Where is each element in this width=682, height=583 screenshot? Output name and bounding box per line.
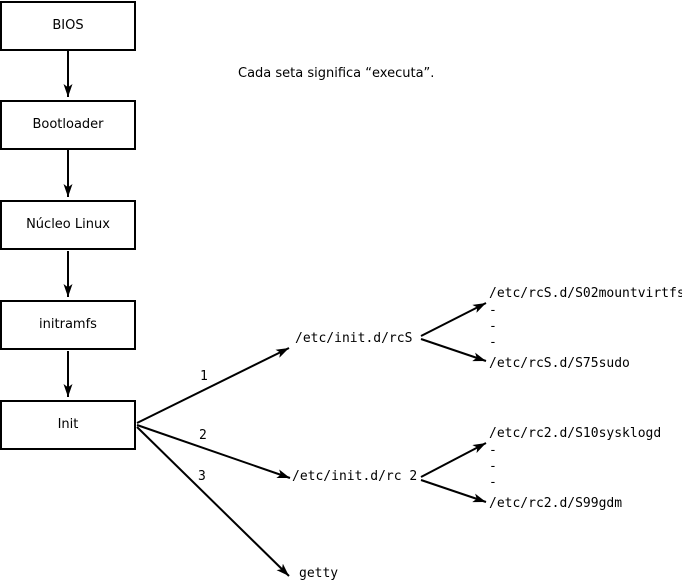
- ellipsis-dash: -: [489, 443, 497, 458]
- node-s10sysklogd: /etc/rc2.d/S10sysklogd: [489, 426, 662, 441]
- branch-number-3: 3: [198, 469, 206, 484]
- arrow-rcS-to-s75sudo: [420, 338, 487, 362]
- node-kernel: Núcleo Linux: [0, 200, 136, 250]
- ellipsis-dash: -: [489, 303, 497, 318]
- ellipsis-dash: -: [489, 335, 497, 350]
- ellipsis-dash: -: [489, 319, 497, 334]
- ellipsis-dash: -: [489, 475, 497, 490]
- node-s02mountvirtfs: /etc/rcS.d/S02mountvirtfs: [489, 286, 682, 301]
- node-etc-init-d-rcS: /etc/init.d/rcS: [295, 331, 413, 346]
- arrow-init-to-getty: [136, 426, 290, 577]
- caption-text: Cada seta significa “executa”.: [238, 66, 435, 81]
- node-bootloader: Bootloader: [0, 100, 136, 150]
- branch-number-1: 1: [200, 369, 208, 384]
- arrow-rcS-to-s02mountvirtfs: [420, 302, 487, 337]
- arrow-rc2-to-s10sysklogd: [420, 442, 487, 478]
- branch-number-2: 2: [199, 428, 207, 443]
- ellipsis-dash: -: [489, 459, 497, 474]
- node-label: initramfs: [39, 317, 97, 332]
- arrow-rc2-to-s99gdm: [420, 479, 487, 503]
- node-etc-init-d-rc2: /etc/init.d/rc 2: [292, 469, 418, 484]
- node-init: Init: [0, 400, 136, 450]
- arrow-init-to-rcS: [136, 347, 290, 424]
- node-s75sudo: /etc/rcS.d/S75sudo: [489, 356, 630, 371]
- node-s99gdm: /etc/rc2.d/S99gdm: [489, 496, 623, 511]
- node-label: Init: [57, 417, 79, 432]
- node-label: Núcleo Linux: [26, 217, 110, 232]
- node-label: BIOS: [52, 18, 84, 33]
- ellipsis-rcS: - - -: [489, 303, 497, 351]
- node-getty: getty: [299, 566, 339, 581]
- node-label: Bootloader: [32, 117, 104, 132]
- node-bios: BIOS: [0, 1, 136, 51]
- arrow-init-to-rc2: [136, 424, 291, 479]
- node-initramfs: initramfs: [0, 300, 136, 350]
- ellipsis-rc2: - - -: [489, 443, 497, 491]
